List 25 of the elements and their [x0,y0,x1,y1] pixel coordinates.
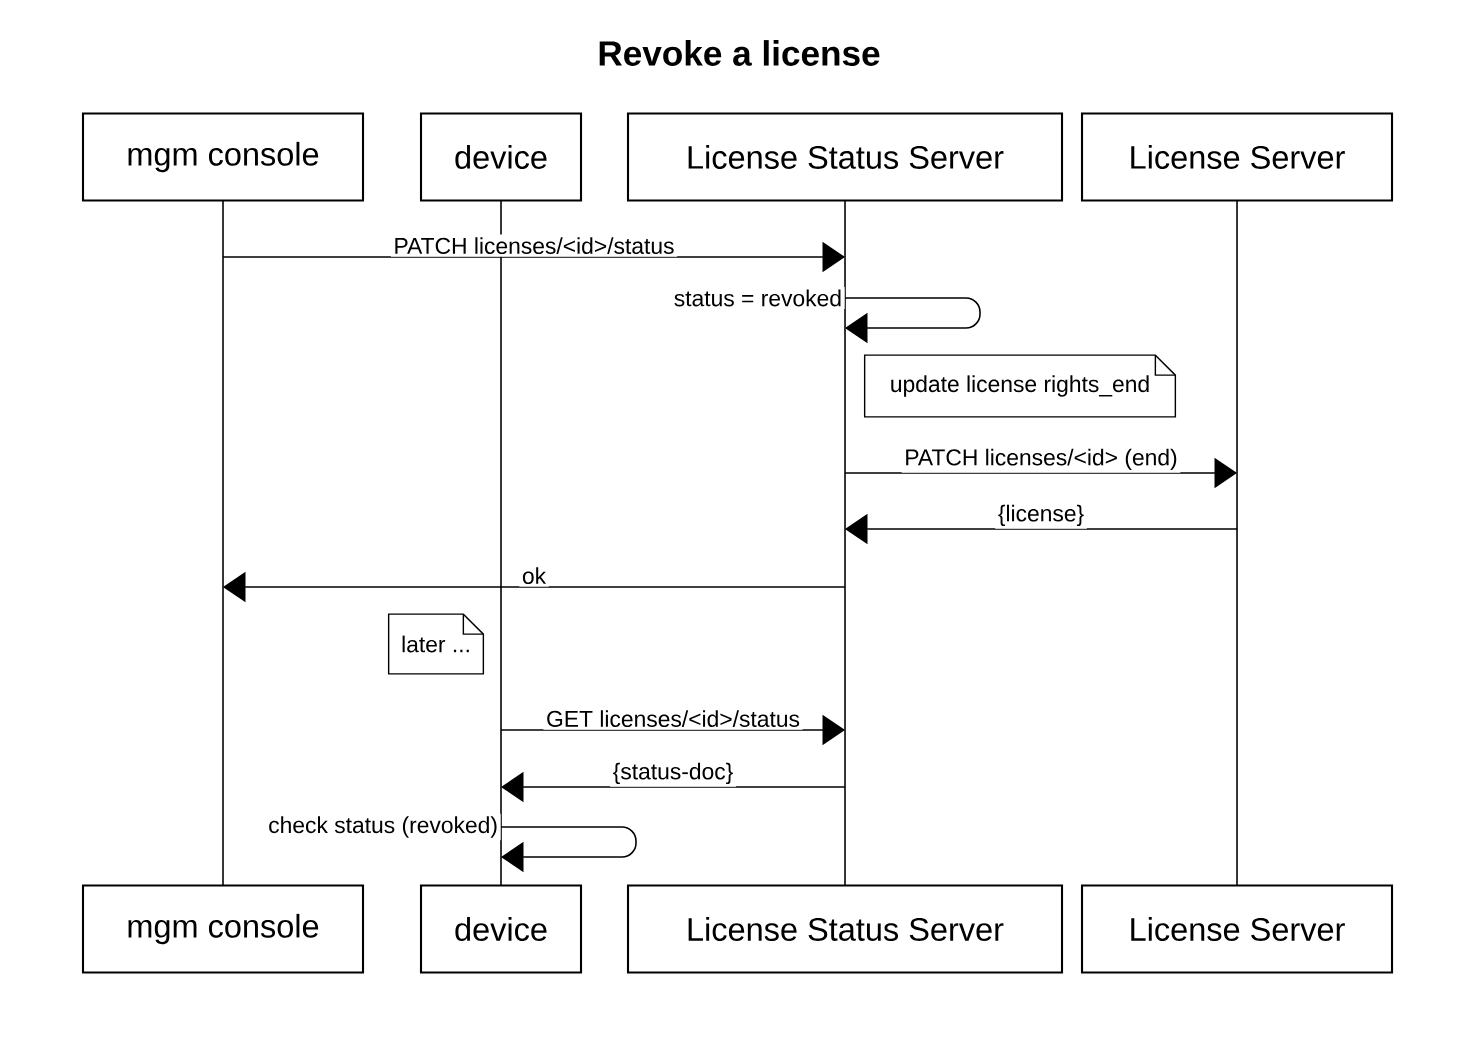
lifeline [222,200,224,885]
participant-box: License Server [1080,884,1394,974]
self-message-arrow [500,826,637,873]
participant-box: device [419,884,583,974]
message-label: {license} [995,502,1087,529]
lifeline [844,200,846,885]
lifeline [1236,200,1238,885]
message-label: check status (revoked) [265,813,501,841]
participant-box: mgm console [81,112,365,202]
note-box: later ... [387,613,485,675]
participant-box: device [419,112,583,202]
message-label: ok [519,564,549,587]
message-label: PATCH licenses/<id>/status [390,234,678,257]
note-box: update license rights_end [863,354,1177,418]
participant-box: License Server [1080,112,1394,202]
participant-box: License Status Server [626,112,1064,202]
title: Revoke a license [599,40,880,66]
lifeline [500,200,502,885]
message-label: PATCH licenses/<id> (end) [901,446,1181,473]
participant-box: mgm console [81,884,365,974]
message-label: {status-doc} [610,760,736,787]
message-label: GET licenses/<id>/status [543,707,803,730]
message-label: status = revoked [671,287,845,310]
self-message-arrow [844,297,981,344]
participant-box: License Status Server [626,884,1064,974]
